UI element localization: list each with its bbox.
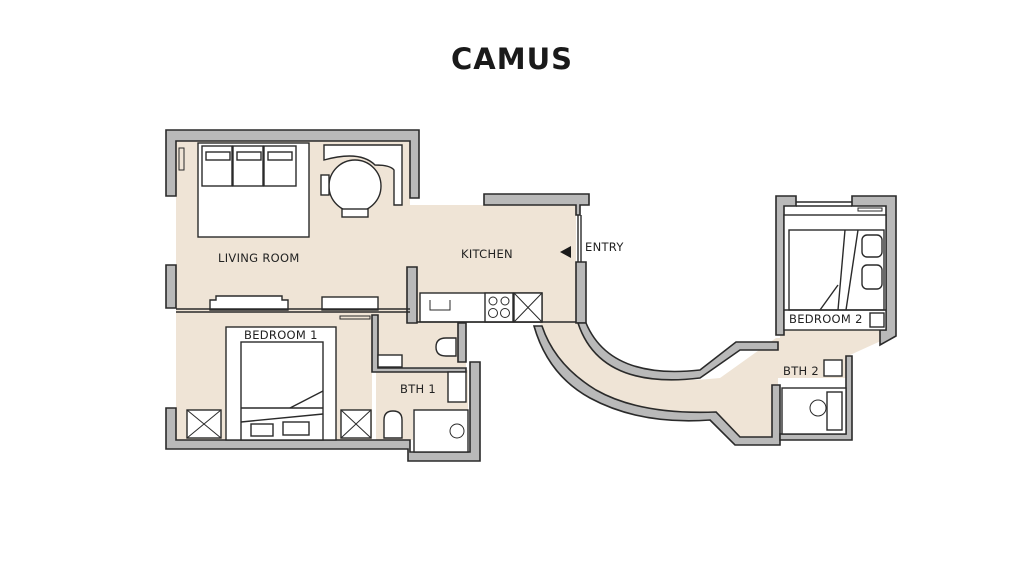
bedroom-1-furniture xyxy=(186,315,372,441)
console xyxy=(321,296,379,311)
sink xyxy=(377,354,403,368)
sideboard xyxy=(209,295,289,311)
bath-2-fixtures xyxy=(781,359,847,435)
bath-1-fixtures xyxy=(377,337,469,453)
vanity xyxy=(447,371,467,403)
sink xyxy=(823,359,843,377)
label-living-room: LIVING ROOM xyxy=(218,251,300,265)
shower xyxy=(413,409,469,453)
radiator xyxy=(178,147,185,171)
radiator xyxy=(339,315,371,320)
room-labels: LIVING ROOM KITCHEN ENTRY BEDROOM 1 BTH … xyxy=(218,240,863,396)
sink-icon xyxy=(429,300,451,311)
chair-left xyxy=(320,174,330,196)
walls xyxy=(165,129,897,462)
shower-drain xyxy=(449,423,465,439)
vanity xyxy=(826,391,843,431)
label-bedroom-2: BEDROOM 2 xyxy=(789,312,863,326)
cooktop xyxy=(484,292,514,323)
label-entry: ENTRY xyxy=(585,240,624,254)
entry-arrow-icon xyxy=(560,246,571,258)
toilet-lower xyxy=(383,410,403,439)
chair-bottom xyxy=(341,208,369,218)
living-room-furniture xyxy=(176,142,410,313)
toilet-upper xyxy=(435,337,457,357)
floor-plan-title: CAMUS xyxy=(450,42,574,76)
label-kitchen: KITCHEN xyxy=(461,247,513,261)
label-bath-1: BTH 1 xyxy=(400,382,436,396)
label-bath-2: BTH 2 xyxy=(783,364,819,378)
round-table xyxy=(328,159,382,213)
nightstand xyxy=(869,312,885,328)
bedroom-2-furniture xyxy=(783,201,887,331)
radiator xyxy=(857,207,883,212)
label-bedroom-1: BEDROOM 1 xyxy=(244,328,318,342)
kitchen-furniture xyxy=(417,215,582,323)
counter xyxy=(323,144,403,206)
